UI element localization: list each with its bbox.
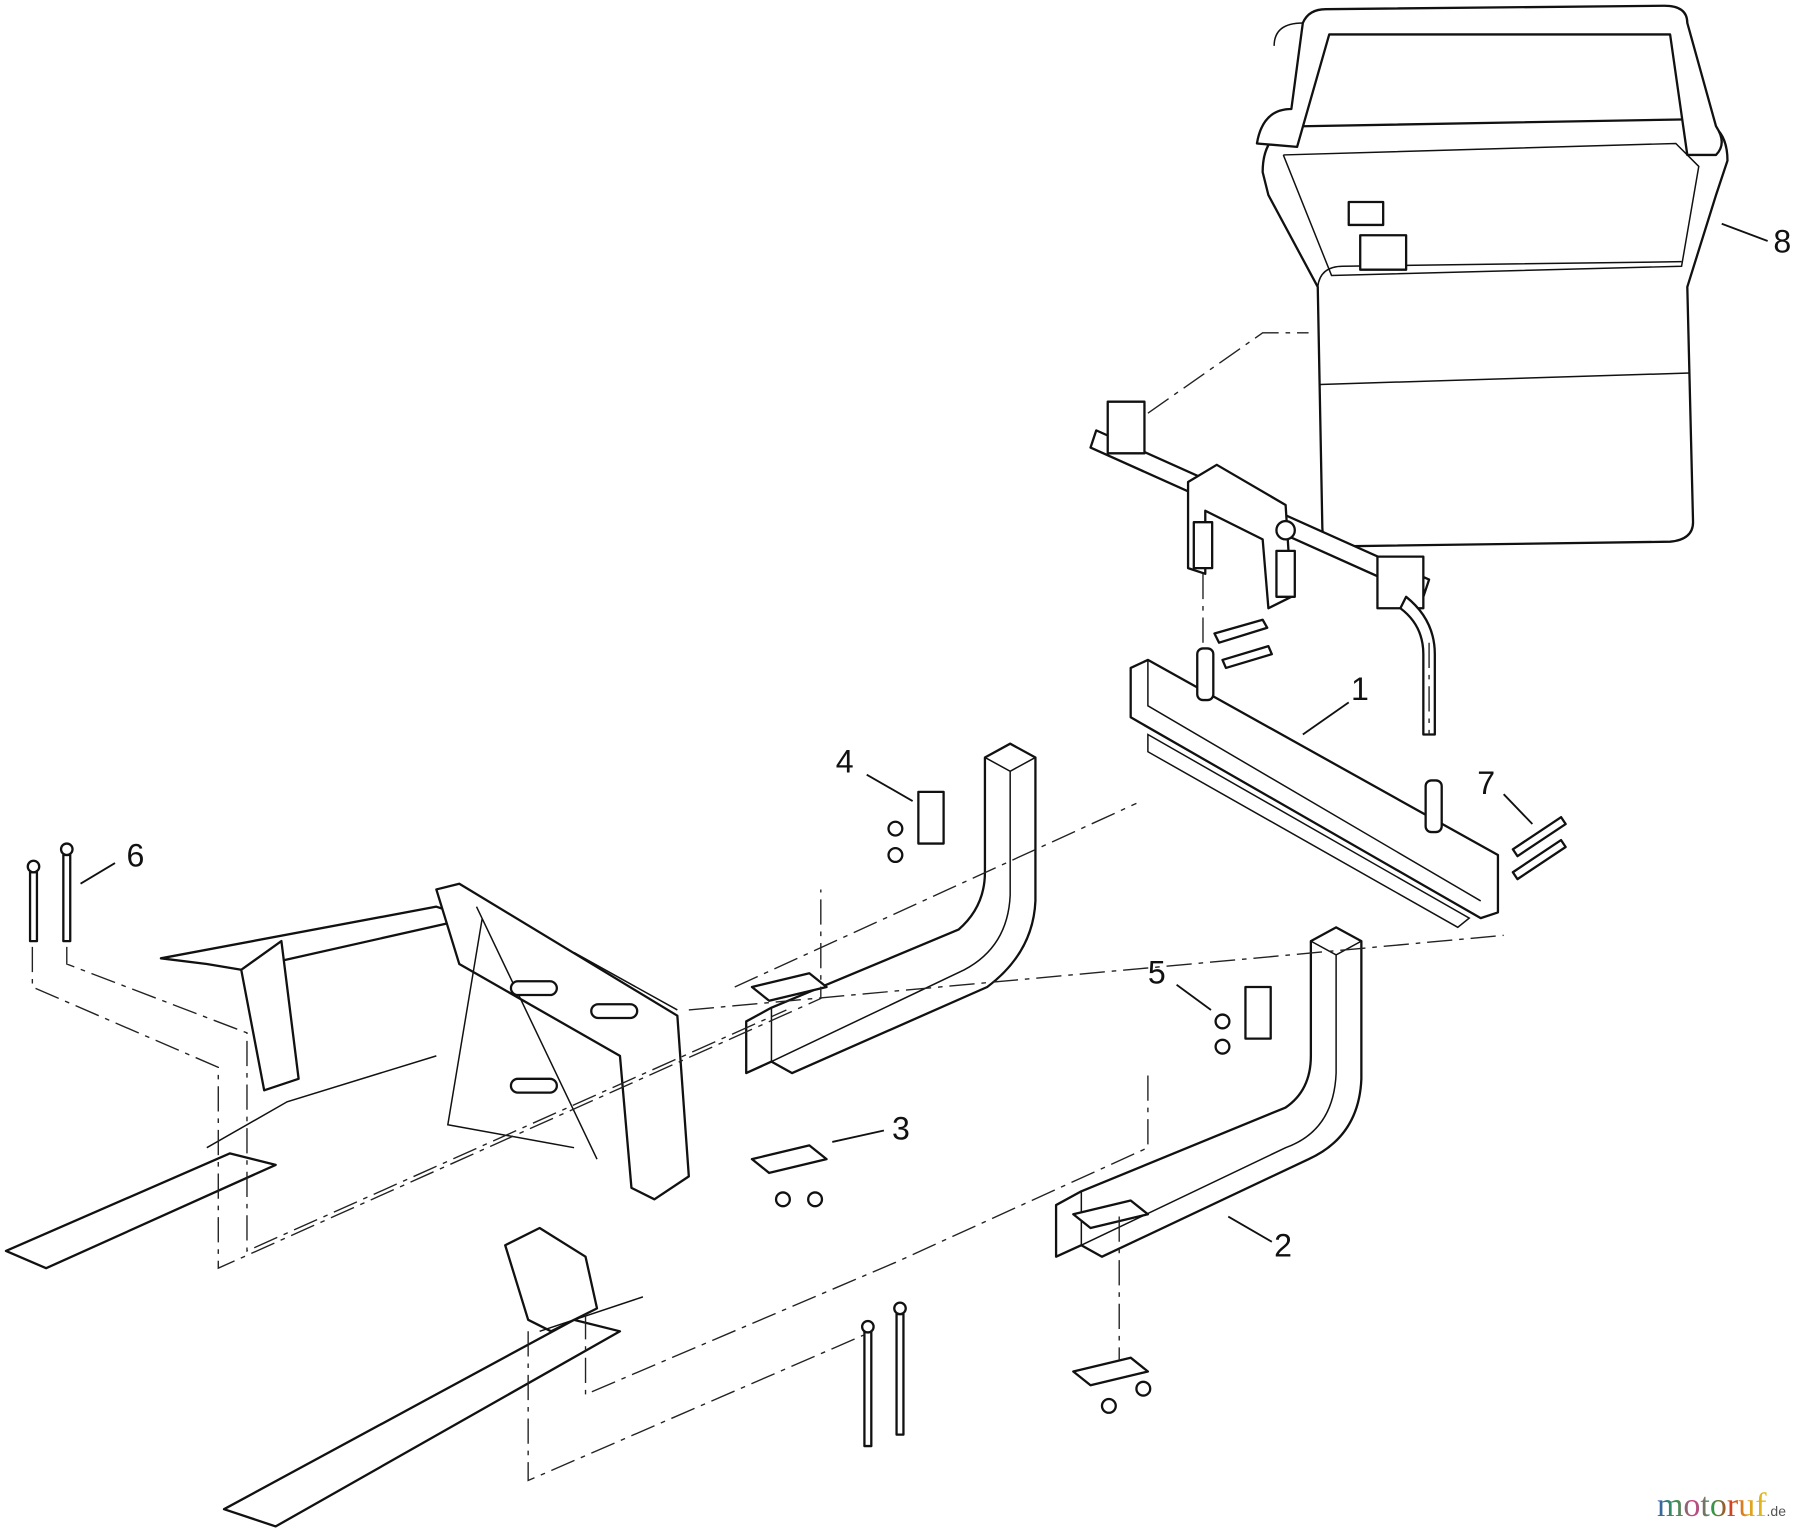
watermark-logo: motoruf.de (1657, 1487, 1786, 1525)
hitch-assembly (1089, 400, 1436, 736)
callout-8: 8 (1773, 223, 1791, 259)
callout-5: 5 (1148, 955, 1166, 991)
bolts (1511, 815, 1567, 881)
grass-bag (1255, 4, 1729, 548)
watermark-suffix: .de (1766, 1503, 1786, 1519)
watermark-name: motoruf (1656, 1487, 1767, 1524)
callout-2: 2 (1274, 1228, 1292, 1264)
callout-1: 1 (1351, 671, 1369, 707)
bracket-left (745, 742, 1037, 1075)
callout-7: 7 (1477, 765, 1495, 801)
mower-chassis (4, 882, 690, 1528)
leader-lines (80, 222, 1768, 1243)
callout-4: 4 (836, 743, 854, 779)
callout-3: 3 (892, 1111, 910, 1147)
bracket-right (1054, 926, 1363, 1258)
mounting-bar (1129, 618, 1500, 929)
pins (26, 842, 907, 1448)
plates (750, 972, 1152, 1414)
callout-6: 6 (126, 837, 144, 873)
